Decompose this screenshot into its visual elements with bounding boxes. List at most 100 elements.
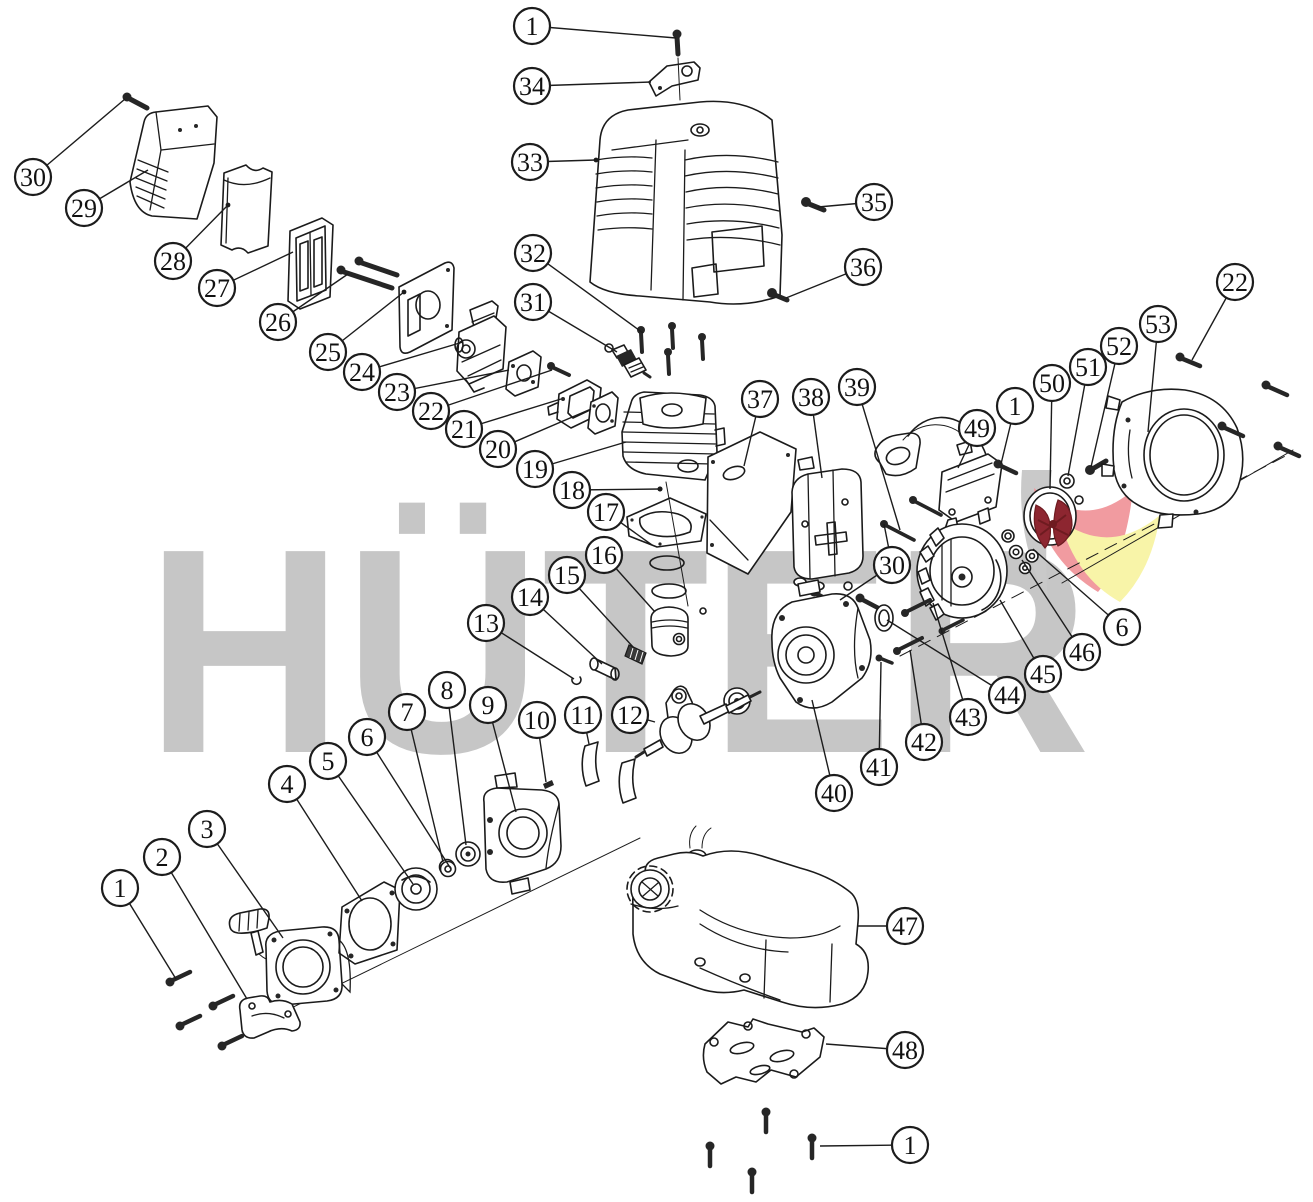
callout-balloon	[444, 409, 484, 449]
callout-leader-line	[932, 602, 969, 718]
callout-balloon	[1062, 632, 1102, 672]
air-filter-cover	[129, 105, 218, 220]
crankshaft	[634, 685, 762, 759]
callout-leader-line	[446, 689, 467, 846]
callout-number: 42	[911, 728, 937, 757]
crankcase-gaskets	[581, 741, 637, 804]
callout-target-dot	[593, 157, 599, 163]
callout-30: 30	[839, 523, 912, 601]
callout-28: 28	[153, 202, 231, 281]
cover-screw	[672, 29, 682, 57]
starter-screws	[165, 969, 245, 1051]
carburetor-backing-plate	[398, 261, 455, 354]
callout-number: 6	[361, 723, 374, 752]
callout-leader-line	[327, 760, 414, 885]
callout-number: 9	[482, 691, 495, 720]
callout-35: 35	[817, 182, 894, 222]
callout-number: 39	[844, 373, 870, 402]
callout-39: 39	[837, 367, 901, 531]
callout-number: 45	[1030, 660, 1056, 689]
callout-number: 12	[617, 701, 643, 730]
callout-leader-line	[531, 25, 677, 39]
callout-leader-line	[406, 711, 444, 863]
callout-balloon	[411, 391, 451, 431]
callout-leader-line	[161, 856, 248, 1000]
callout-22: 22	[411, 369, 553, 431]
callout-27: 27	[197, 251, 294, 308]
callout-number: 34	[519, 72, 545, 101]
callout-26: 26	[258, 273, 349, 342]
callout-balloon	[64, 188, 104, 228]
callout-15: 15	[547, 555, 635, 649]
callout-number: 26	[265, 308, 291, 337]
crankcase-left-half	[482, 772, 562, 895]
callout-number: 1	[1009, 392, 1022, 421]
callout-leader-line	[856, 386, 901, 531]
callout-leader-line	[1032, 548, 1123, 628]
callout-number: 53	[1145, 310, 1171, 339]
clutch-assembly	[1023, 486, 1077, 563]
callout-number: 52	[1106, 332, 1132, 361]
callout-balloon	[1068, 347, 1108, 387]
callout-32: 32	[513, 233, 644, 334]
callout-48: 48	[825, 1030, 925, 1070]
callout-29: 29	[64, 169, 149, 228]
callout-number: 1	[114, 874, 127, 903]
crankshaft-bearing-left	[455, 841, 481, 867]
callout-balloon	[478, 429, 518, 469]
cover-bottom-screw	[767, 288, 790, 303]
callout-4: 4	[267, 764, 363, 902]
callout-balloon	[843, 247, 883, 287]
callout-balloon	[187, 809, 227, 849]
callout-balloon	[308, 741, 348, 781]
callout-42: 42	[904, 649, 944, 762]
callout-37: 37	[740, 379, 780, 467]
callout-6: 6	[1032, 548, 1142, 647]
callout-balloon	[837, 367, 877, 407]
air-filter-cover-screw	[122, 92, 150, 111]
callout-9: 9	[468, 685, 517, 813]
callout-balloon	[1023, 654, 1063, 694]
callout-balloon	[1138, 304, 1178, 344]
callout-12: 12	[610, 695, 656, 735]
callout-number: 23	[384, 378, 410, 407]
clutch-screw	[1085, 458, 1109, 475]
callout-24: 24	[342, 341, 464, 392]
callout-51: 51	[1067, 347, 1108, 477]
callout-52: 52	[1090, 326, 1139, 468]
callout-36: 36	[785, 247, 883, 299]
callout-leader-line	[206, 828, 284, 939]
callout-target-dot	[225, 202, 231, 208]
callout-balloon	[890, 1125, 930, 1165]
callouts-layer: 1343335363231302928272625242322212019181…	[13, 6, 1255, 1165]
callout-2: 2	[142, 837, 248, 1000]
callout-balloon	[995, 386, 1035, 426]
callout-1: 1	[995, 386, 1035, 465]
callout-number: 28	[160, 247, 186, 276]
callout-34: 34	[512, 66, 652, 106]
callout-19: 19	[515, 441, 627, 489]
callout-23: 23	[377, 369, 510, 412]
spark-plug	[604, 343, 652, 379]
callout-balloon	[466, 603, 506, 643]
callout-balloon	[258, 302, 298, 342]
callout-balloon	[308, 332, 348, 372]
callout-leader-line	[886, 619, 1008, 696]
callout-number: 38	[798, 383, 824, 412]
callout-7: 7	[387, 692, 444, 863]
callout-17: 17	[586, 492, 653, 546]
manifold-bolt	[547, 362, 571, 377]
woodruff-key	[543, 780, 554, 789]
callout-number: 46	[1069, 638, 1095, 667]
callout-33: 33	[510, 142, 599, 182]
recoil-starter	[228, 908, 351, 1006]
callout-target-dot	[657, 486, 663, 492]
callout-number: 8	[441, 676, 454, 705]
callout-balloon	[584, 535, 624, 575]
callout-1: 1	[819, 1125, 930, 1165]
muffler-heat-shield	[706, 431, 797, 575]
callout-balloon	[987, 675, 1027, 715]
callout-balloon	[547, 555, 587, 595]
callout-leader-line	[430, 369, 553, 412]
